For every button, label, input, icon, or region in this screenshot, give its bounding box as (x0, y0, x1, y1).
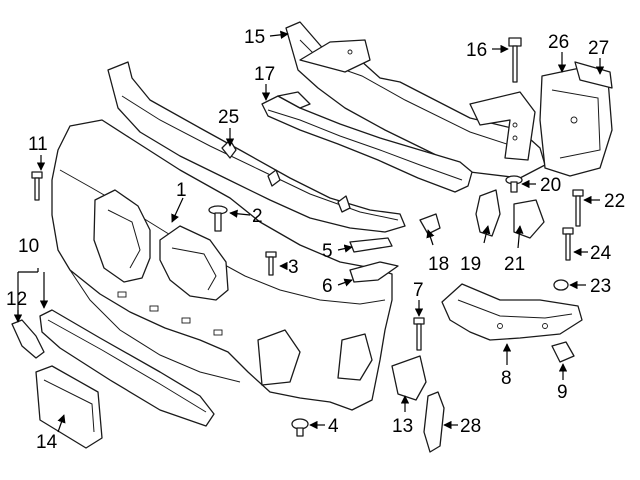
callout-1: 1 (176, 180, 187, 201)
callout-27: 27 (588, 38, 609, 59)
clip-5-part (349, 237, 393, 253)
callout-7: 7 (413, 280, 424, 301)
callout-19: 19 (460, 254, 481, 275)
callout-23: 23 (590, 276, 611, 297)
reinforcement-bar-part (285, 21, 546, 179)
callout-6: 6 (322, 276, 333, 297)
bumper-cover-part (51, 119, 393, 411)
clip-6-part (349, 261, 399, 283)
corner-bracket-part (539, 61, 613, 177)
bolt-7-part (413, 317, 425, 351)
bumper-beam-part (261, 91, 473, 193)
callout-18: 18 (428, 254, 449, 275)
bracket-21-part (513, 199, 545, 239)
bracket-19-part (475, 189, 501, 237)
callout-5: 5 (322, 241, 333, 262)
callout-14: 14 (36, 432, 58, 453)
bolt-11-part (31, 171, 43, 201)
nut-23-part (553, 279, 569, 291)
clip-4-part (291, 418, 309, 437)
callout-12: 12 (6, 289, 27, 310)
callout-24: 24 (590, 243, 612, 264)
bolt-16-part (508, 37, 522, 83)
callout-16: 16 (466, 40, 487, 61)
bolt-24-part (562, 227, 574, 261)
callout-11: 11 (28, 134, 48, 155)
bolt-22-part (572, 189, 584, 227)
callout-21: 21 (504, 254, 525, 275)
callout-9: 9 (557, 382, 568, 403)
callout-17: 17 (254, 64, 275, 85)
callout-20: 20 (540, 175, 561, 196)
callout-22: 22 (604, 191, 625, 212)
reflector-part (423, 391, 445, 453)
lower-bracket-part (391, 355, 427, 401)
side-bracket-part (441, 283, 583, 341)
leader-lines (13, 30, 605, 433)
callout-labels: 1 2 3 4 5 6 7 8 9 10 11 12 13 14 15 16 1… (6, 27, 625, 453)
upper-support-part (107, 61, 406, 233)
side-trim-part (11, 319, 45, 359)
callout-25: 25 (218, 107, 239, 128)
bolt-20-part (505, 175, 523, 193)
callout-8: 8 (501, 368, 512, 389)
callout-26: 26 (548, 32, 569, 53)
license-bracket-part (35, 365, 103, 449)
callout-28: 28 (460, 416, 481, 437)
callout-2: 2 (252, 206, 263, 227)
callout-3: 3 (288, 257, 299, 278)
screw-3-part (265, 251, 277, 276)
clip-nut-part (551, 341, 575, 363)
screw-2-part (208, 205, 228, 232)
callout-4: 4 (328, 416, 339, 437)
callout-15: 15 (244, 27, 265, 48)
clip-18-part (419, 213, 441, 235)
trim-strip-part (39, 309, 215, 427)
callout-10: 10 (18, 236, 39, 257)
callout-13: 13 (392, 416, 413, 437)
